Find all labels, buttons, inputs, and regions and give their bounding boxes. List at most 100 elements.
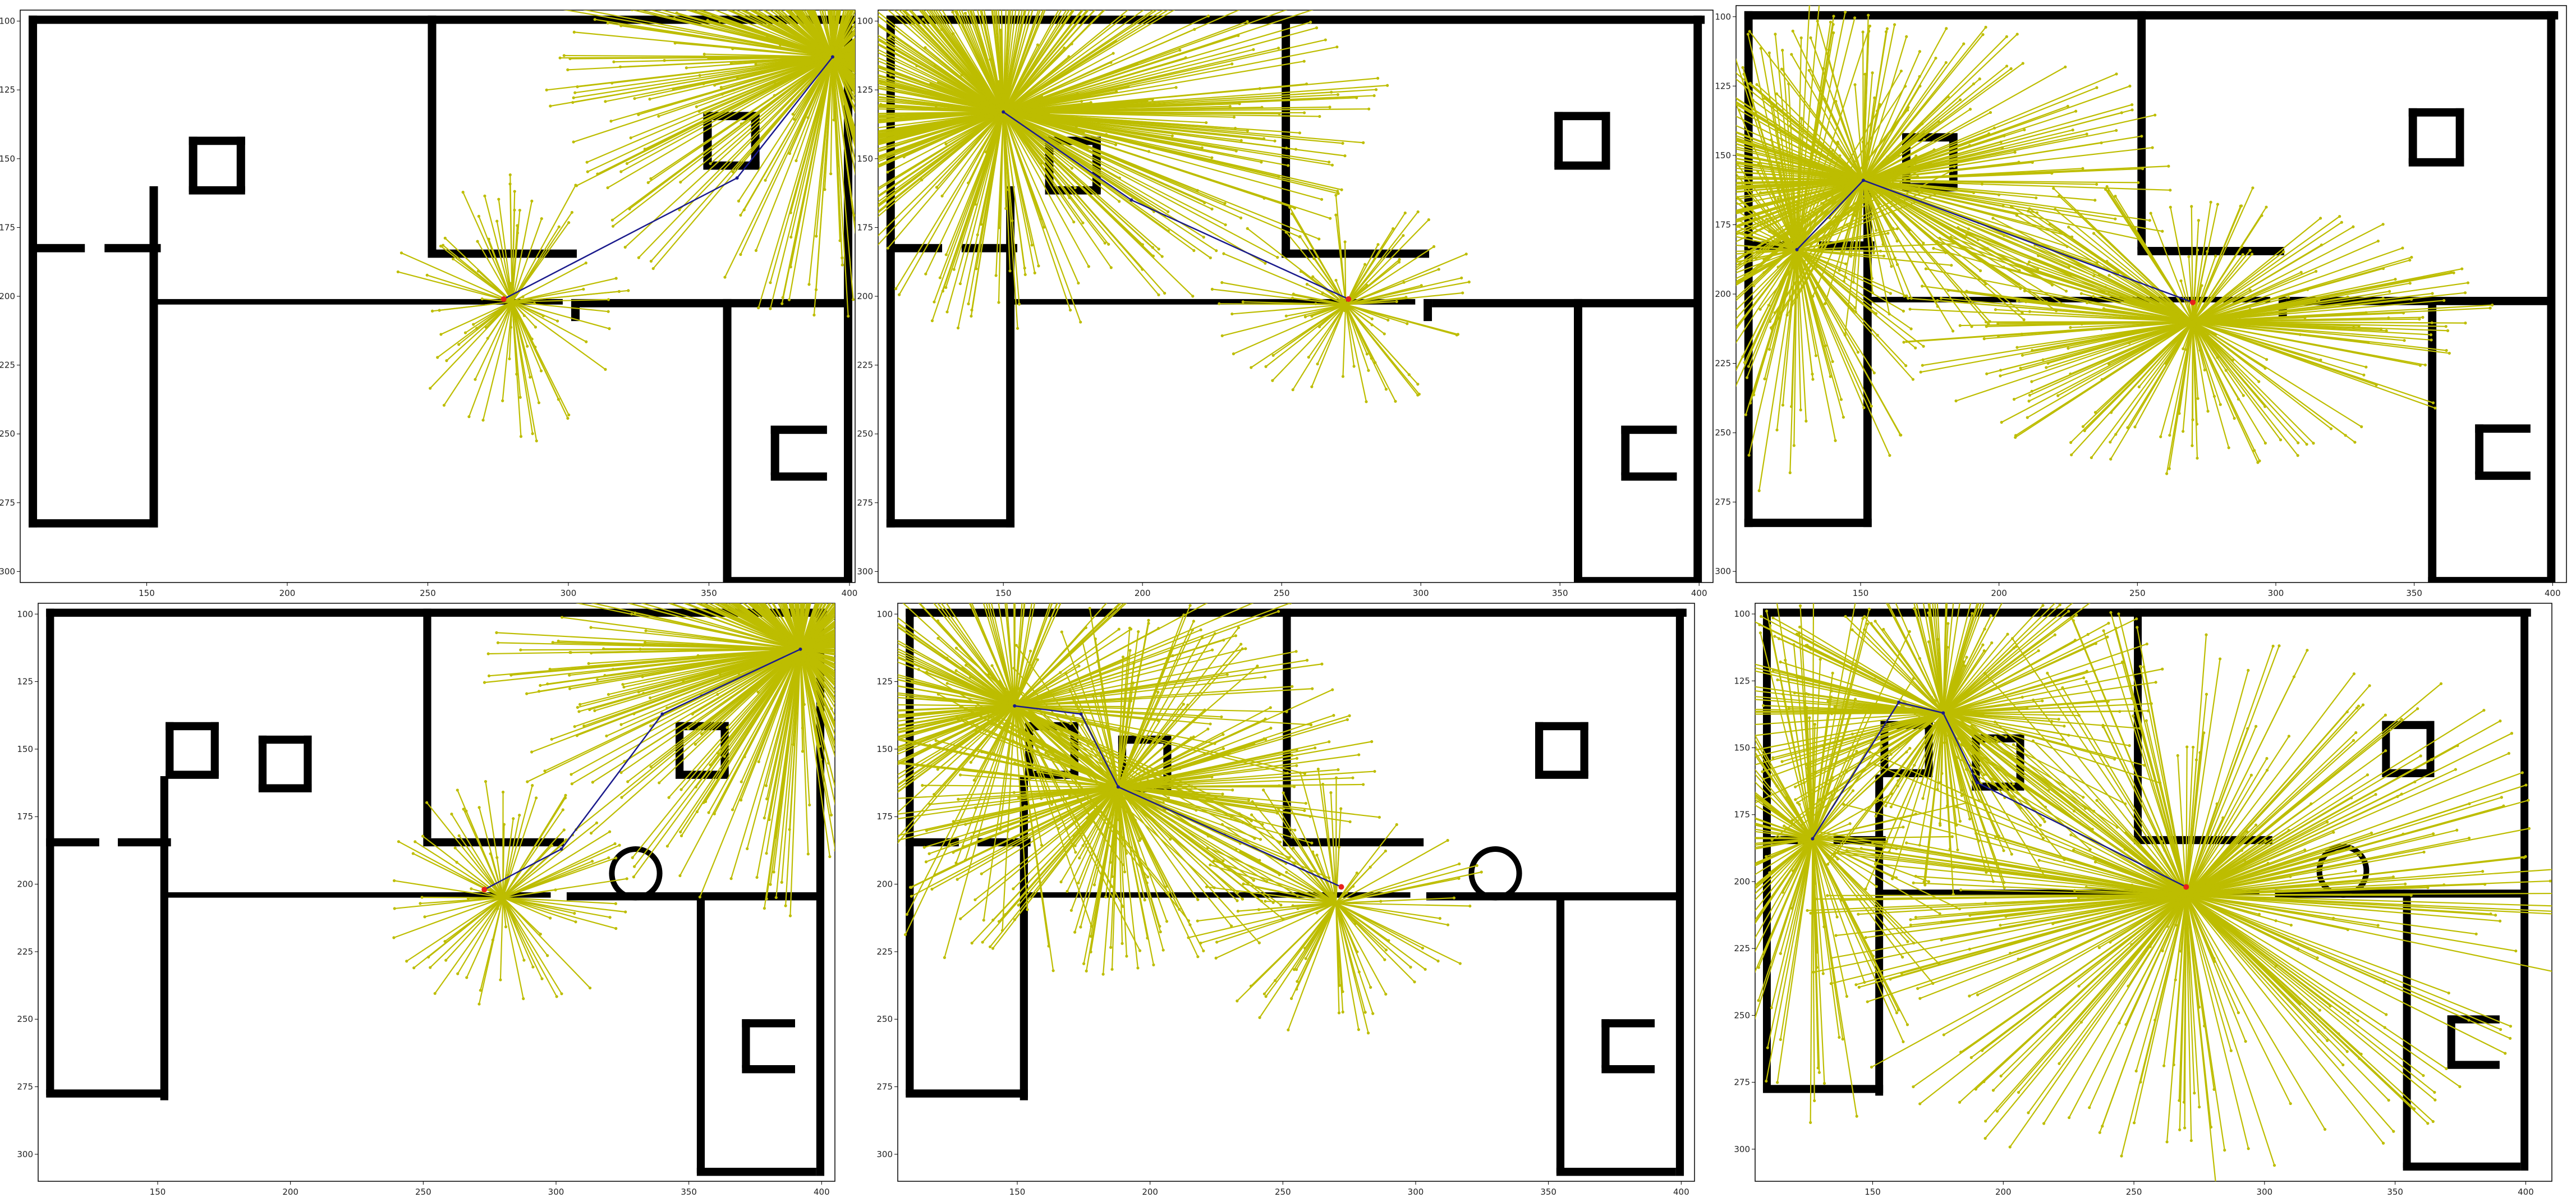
tree-node bbox=[1031, 244, 1034, 246]
tree-node bbox=[694, 743, 697, 746]
tree-node bbox=[2001, 205, 2004, 208]
x-tick-label: 350 bbox=[701, 588, 717, 598]
tree-node bbox=[1834, 439, 1836, 442]
tree-node bbox=[1871, 291, 1874, 294]
tree-node bbox=[1184, 56, 1187, 59]
tree-node bbox=[2115, 72, 2118, 75]
tree-node bbox=[1174, 86, 1177, 89]
tree-node bbox=[2159, 435, 2162, 438]
tree-node bbox=[501, 400, 504, 402]
tree-node bbox=[663, 59, 666, 62]
tree-node bbox=[1084, 5, 1087, 8]
tree-node bbox=[1755, 257, 1757, 260]
tree-node bbox=[1334, 279, 1337, 282]
tree-node bbox=[393, 907, 396, 910]
tree-node bbox=[1935, 240, 1938, 242]
wall-segment bbox=[723, 577, 850, 585]
x-tick-label: 400 bbox=[842, 588, 858, 598]
tree-node bbox=[1331, 164, 1334, 167]
tree-node bbox=[2257, 380, 2260, 383]
tree-node bbox=[1753, 269, 1756, 272]
tree-node bbox=[757, 760, 760, 763]
tree-node bbox=[738, 591, 741, 594]
tree-node bbox=[922, 18, 925, 21]
tree-node bbox=[1398, 260, 1401, 263]
y-tick-label: 300 bbox=[857, 566, 873, 576]
wall-segment bbox=[1580, 722, 1588, 776]
tree-node bbox=[830, 814, 833, 817]
tree-node bbox=[2107, 274, 2110, 277]
tree-node bbox=[740, 781, 743, 783]
tree-node bbox=[2448, 352, 2451, 355]
tree-node bbox=[2015, 346, 2018, 348]
tree-node bbox=[1843, 280, 1845, 283]
tree-node bbox=[707, 811, 710, 814]
tree-node bbox=[2382, 267, 2385, 270]
tree-node bbox=[2445, 325, 2448, 328]
tree-node bbox=[2114, 195, 2116, 198]
tree-node bbox=[2214, 255, 2217, 258]
tree-node bbox=[2095, 86, 2098, 89]
tree-node bbox=[2388, 290, 2391, 293]
tree-node bbox=[868, 195, 871, 198]
wall-segment bbox=[1556, 1168, 1676, 1176]
tree-node bbox=[555, 995, 558, 998]
tree-node bbox=[1024, 273, 1027, 276]
tree-node bbox=[512, 817, 515, 820]
tree-node bbox=[539, 684, 541, 687]
tree-node bbox=[1468, 281, 1471, 283]
tree-node bbox=[848, 842, 851, 845]
tree-node bbox=[530, 750, 533, 753]
tree-node bbox=[591, 781, 594, 783]
tree-node bbox=[1978, 77, 1981, 80]
tree-node bbox=[1239, 217, 1242, 219]
tree-node bbox=[1340, 189, 1343, 191]
tree-node bbox=[626, 162, 628, 165]
tree-node bbox=[544, 1, 547, 4]
x-tick-label: 200 bbox=[1991, 588, 2007, 598]
tree-node bbox=[614, 927, 617, 930]
tree-node bbox=[2233, 417, 2236, 420]
x-tick-label: 300 bbox=[548, 1187, 564, 1197]
path-waypoint bbox=[1796, 248, 1799, 251]
tree-node bbox=[2151, 146, 2153, 149]
tree-node bbox=[2122, 272, 2124, 275]
tree-node bbox=[2015, 214, 2018, 217]
wall-segment bbox=[189, 186, 245, 195]
tree-node bbox=[2196, 249, 2199, 251]
tree-node bbox=[844, 715, 847, 718]
tree-node bbox=[1334, 1, 1337, 3]
tree-node bbox=[604, 368, 607, 371]
tree-node bbox=[807, 852, 810, 855]
tree-node bbox=[1936, 299, 1939, 302]
tree-node bbox=[1200, 629, 1202, 631]
tree-node bbox=[2453, 272, 2455, 274]
tree-node bbox=[1733, 301, 1735, 304]
tree-node bbox=[1404, 212, 1407, 214]
tree-node bbox=[2115, 129, 2118, 132]
tree-node bbox=[566, 417, 569, 420]
tree-node bbox=[1844, 11, 1847, 13]
tree-node bbox=[1918, 85, 1921, 88]
tree-node bbox=[1116, 3, 1119, 6]
tree-node bbox=[1781, 49, 1784, 52]
tree-node bbox=[1862, 406, 1865, 409]
tree-node bbox=[841, 613, 844, 616]
wall-segment bbox=[1556, 892, 1564, 1173]
tree-node bbox=[2165, 472, 2168, 475]
tree-node bbox=[757, 306, 760, 309]
tree-node bbox=[2249, 249, 2252, 252]
tree-node bbox=[1305, 82, 1308, 85]
tree-node bbox=[530, 200, 533, 203]
tree-node bbox=[1259, 87, 1261, 90]
tree-node bbox=[1383, 332, 1386, 335]
goal-marker bbox=[1346, 296, 1351, 302]
tree-node bbox=[940, 195, 943, 198]
tree-node bbox=[1210, 208, 1213, 210]
tree-node bbox=[550, 738, 553, 741]
tree-node bbox=[835, 737, 838, 740]
tree-node bbox=[1367, 369, 1370, 372]
tree-node bbox=[2074, 110, 2077, 113]
tree-node bbox=[1816, 265, 1819, 268]
tree-node bbox=[678, 874, 681, 877]
